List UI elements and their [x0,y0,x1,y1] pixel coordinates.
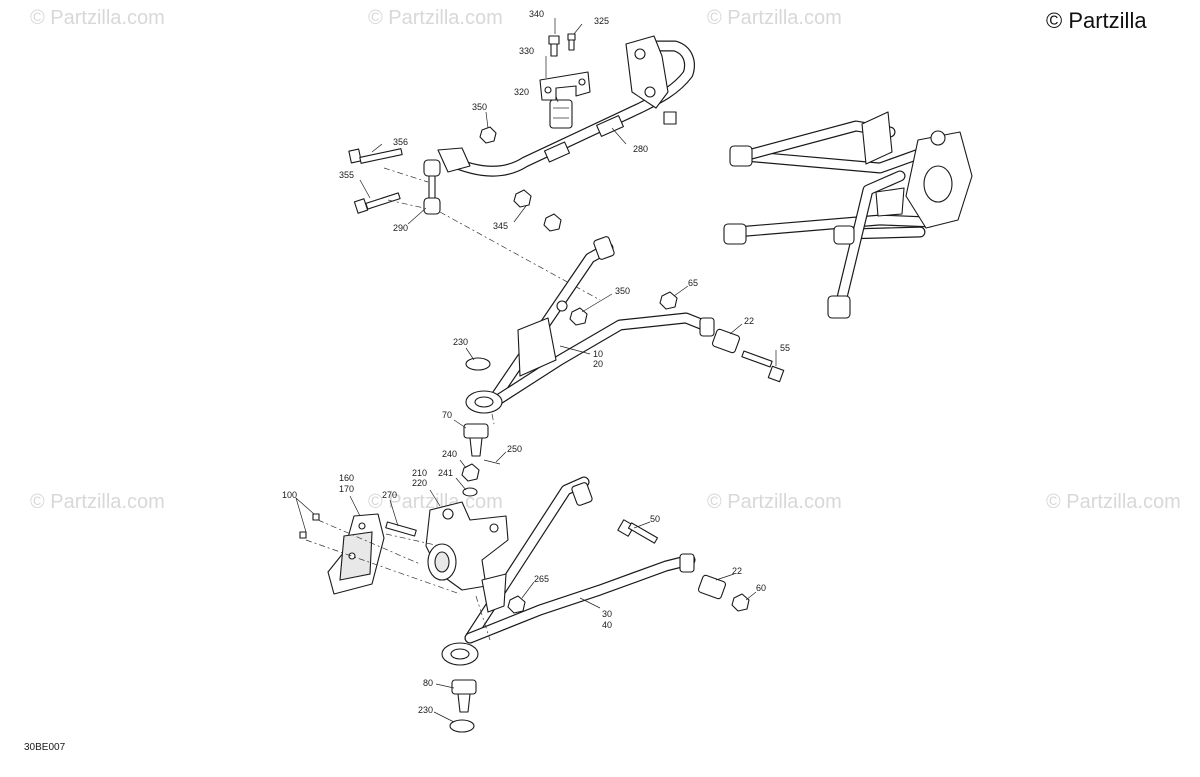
stabilizer-end-link[interactable] [423,147,471,215]
callout-340[interactable]: 340 [529,9,544,19]
callout-210[interactable]: 210 [412,468,427,478]
steering-knuckle[interactable] [425,501,509,591]
nut-345[interactable] [513,189,562,232]
callout-355[interactable]: 355 [339,170,354,180]
watermark-text: © Partzilla.com [707,491,842,513]
nut-65[interactable] [659,291,678,310]
nut-60[interactable] [731,593,750,612]
bolt-325[interactable] [567,33,576,51]
bolt-50[interactable] [617,519,659,544]
callout-160[interactable]: 160 [339,473,354,483]
watermark-text: © Partzilla.com [707,7,842,29]
guard-plate[interactable] [327,513,385,595]
watermark-text: © Partzilla.com [30,7,165,29]
ball-joint-70[interactable] [463,423,489,457]
callout-240[interactable]: 240 [442,449,457,459]
ball-joint-80[interactable] [451,679,477,713]
corner-copyright: © Partzilla [1046,8,1147,33]
callout-80[interactable]: 80 [423,678,433,688]
bushing-22-lower[interactable] [697,574,727,600]
callout-350[interactable]: 350 [472,102,487,112]
upper-a-arm[interactable] [465,236,715,414]
callout-290[interactable]: 290 [393,223,408,233]
nut-240[interactable] [461,463,480,482]
callout-22[interactable]: 22 [744,316,754,326]
watermark-layer: © Partzilla.com © Partzilla.com © Partzi… [30,7,1181,513]
callout-350[interactable]: 350 [615,286,630,296]
cotter-pin-250[interactable] [483,459,501,465]
bushing-320[interactable] [549,99,573,129]
callout-100[interactable]: 100 [282,490,297,500]
leader-lines [295,18,777,723]
watermark-text: © Partzilla.com [1046,491,1181,513]
callout-60[interactable]: 60 [756,583,766,593]
callout-22[interactable]: 22 [732,566,742,576]
callout-230[interactable]: 230 [418,705,433,715]
callout-20[interactable]: 20 [593,359,603,369]
washer-241[interactable] [462,487,478,497]
screws-100[interactable] [299,513,320,539]
retaining-ring-230-upper[interactable] [465,357,491,371]
callout-265[interactable]: 265 [534,574,549,584]
callout-170[interactable]: 170 [339,484,354,494]
callout-30[interactable]: 30 [602,609,612,619]
watermark-text: © Partzilla.com [30,491,165,513]
nut-350-mid[interactable] [569,307,588,326]
callout-241[interactable]: 241 [438,468,453,478]
callout-65[interactable]: 65 [688,278,698,288]
bolt-340[interactable] [548,35,560,57]
callout-40[interactable]: 40 [602,620,612,630]
callout-325[interactable]: 325 [594,16,609,26]
callout-labels: 340 325 330 320 350 280 356 355 290 345 … [282,9,790,715]
bolt-270[interactable] [385,521,417,537]
callout-356[interactable]: 356 [393,137,408,147]
callout-50[interactable]: 50 [650,514,660,524]
callout-230[interactable]: 230 [453,337,468,347]
callout-70[interactable]: 70 [442,410,452,420]
watermark-text: © Partzilla.com [368,7,503,29]
nut-265[interactable] [507,595,526,614]
callout-10[interactable]: 10 [593,349,603,359]
diagram-code: 30BE007 [24,742,66,753]
bolt-356[interactable] [348,148,403,164]
callout-270[interactable]: 270 [382,490,397,500]
callout-220[interactable]: 220 [412,478,427,488]
retaining-ring-230-lower[interactable] [449,719,475,733]
callout-55[interactable]: 55 [780,343,790,353]
callout-345[interactable]: 345 [493,221,508,231]
nut-350-top[interactable] [479,126,497,144]
bushing-22-upper[interactable] [711,328,741,354]
callout-320[interactable]: 320 [514,87,529,97]
bolt-55[interactable] [741,350,785,383]
bolt-355[interactable] [353,192,401,214]
callout-280[interactable]: 280 [633,144,648,154]
callout-330[interactable]: 330 [519,46,534,56]
callout-250[interactable]: 250 [507,444,522,454]
assembled-suspension-overview[interactable] [723,111,973,319]
lower-a-arm[interactable] [441,476,696,666]
bracket-330[interactable] [539,71,591,101]
bracket-mount-right[interactable] [625,35,677,125]
